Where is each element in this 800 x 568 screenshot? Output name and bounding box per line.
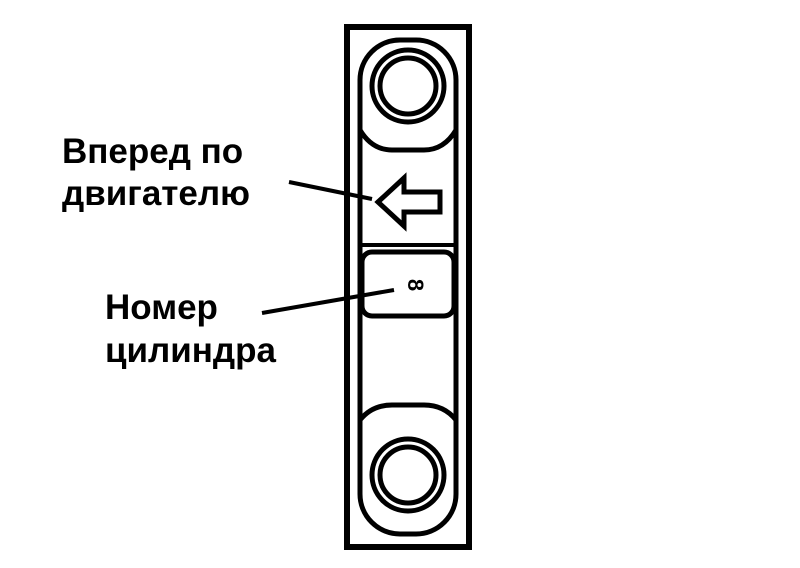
cylinder-number-plate [359,249,457,319]
cylinder-leader-line [261,288,395,315]
cylinder-label-line2: цилиндра [105,331,277,370]
cylinder-number-marking: 8 [403,279,428,291]
cylinder-label-line1: Номер [105,288,218,327]
top-bolt-icon [369,47,447,125]
bottom-end-piece [358,402,458,422]
bottom-bolt-icon [369,436,447,514]
forward-label-line2: двигателю [62,174,250,213]
forward-label-line1: Вперед по [62,132,243,171]
forward-leader-line [288,180,373,201]
forward-arrow-icon [374,172,443,232]
top-end-piece [357,128,459,153]
